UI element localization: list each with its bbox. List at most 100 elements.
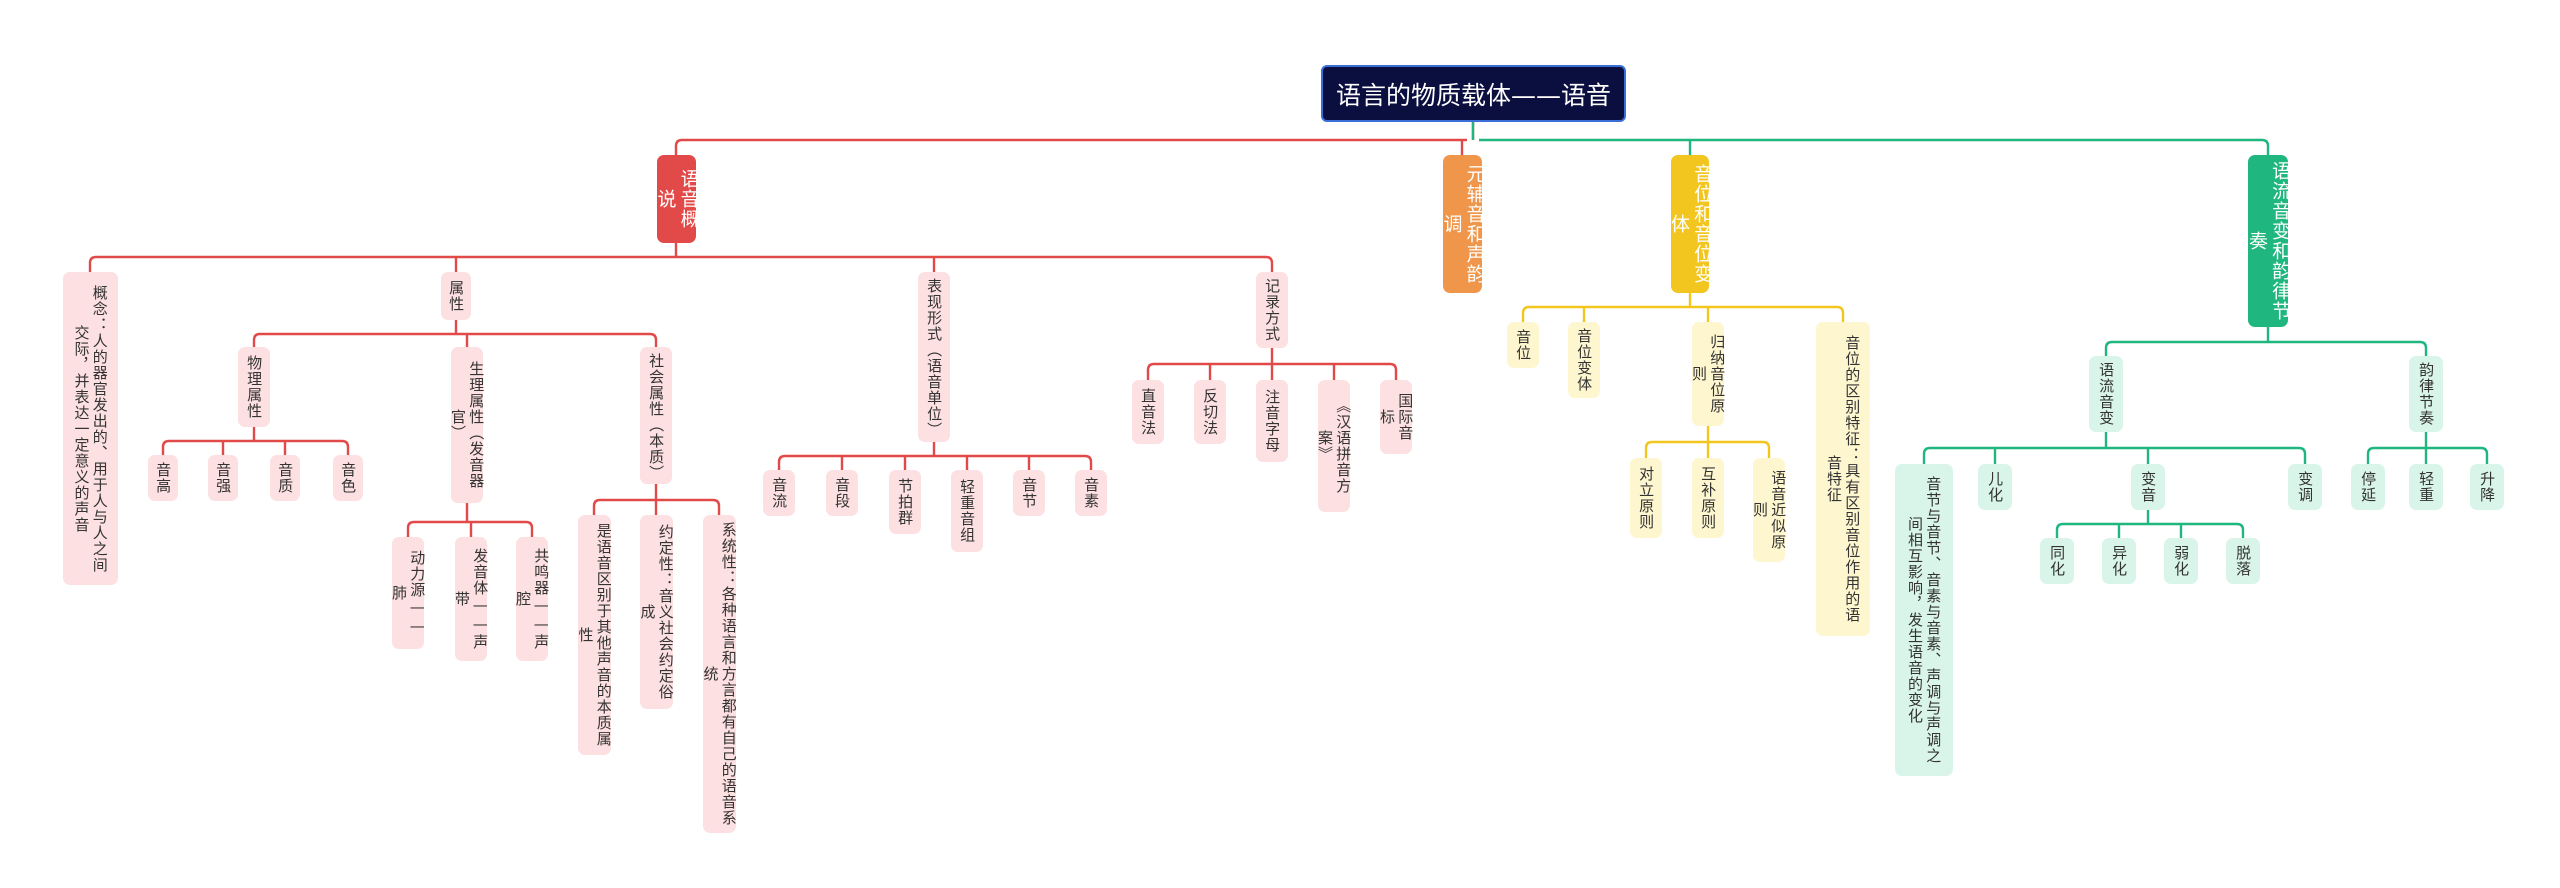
dissimilation-node[interactable]: 异化: [2102, 538, 2136, 584]
pinyin-scheme-node[interactable]: 《汉语拼音方案》: [1316, 380, 1353, 512]
branch-flow-title: 语流音变和韵律节奏: [2246, 161, 2292, 321]
allophone-node[interactable]: 音位变体: [1568, 322, 1600, 398]
timbre-label: 音色: [339, 462, 358, 494]
phone-node[interactable]: 音素: [1075, 470, 1107, 516]
tone-sandhi-label: 变调: [2296, 471, 2315, 503]
direct-sound-label: 直音法: [1139, 388, 1158, 436]
syllable-label: 音节: [1020, 477, 1039, 509]
fanqie-node[interactable]: 反切法: [1194, 380, 1226, 444]
complementary-label: 互补原则: [1699, 466, 1718, 530]
physiological-attr-node[interactable]: 生理属性（发音器官）: [449, 347, 486, 503]
quality-label: 音质: [276, 462, 295, 494]
sound-change-desc-node[interactable]: 音节与音节、音素与音素、声调与声调之间相互影响，发生语音的变化: [1895, 464, 1953, 776]
resonator-node[interactable]: 共鸣器——声腔: [514, 537, 551, 661]
vibrator-node[interactable]: 发音体——声带: [453, 537, 490, 661]
pitch-node[interactable]: 音高: [148, 455, 178, 501]
vibrator-label: 发音体——声带: [453, 548, 490, 650]
connector-physiological: [406, 503, 534, 537]
opposition-label: 对立原则: [1637, 466, 1656, 530]
segment-label: 音段: [833, 477, 852, 509]
pause-node[interactable]: 停延: [2351, 464, 2385, 510]
erhua-label: 儿化: [1986, 471, 2005, 503]
root-title: 语言的物质载体——语音: [1335, 80, 1611, 110]
systematicity-label: 系统性：各种语言和方言都有自己的语音系统: [701, 522, 738, 826]
distinctive-feature-label: 音位的区别特征：具有区别音位作用的语音特征: [1825, 335, 1862, 623]
allophone-label: 音位变体: [1575, 328, 1594, 392]
branch-overview-title: 语音概说: [654, 169, 700, 229]
branch-overview[interactable]: 语音概说: [655, 155, 700, 243]
similarity-node[interactable]: 语音近似原则: [1751, 458, 1788, 562]
forms-node[interactable]: 表现形式（语音单位）: [918, 272, 950, 442]
sandhi-node[interactable]: 变音: [2131, 464, 2165, 510]
power-source-node[interactable]: 动力源——肺: [390, 537, 426, 649]
connector-forms: [777, 442, 1093, 470]
ipa-node[interactable]: 国际音标: [1378, 380, 1415, 454]
stress-group-label: 轻重音组: [958, 479, 977, 543]
elision-node[interactable]: 脱落: [2226, 538, 2260, 584]
rhythm-node[interactable]: 韵律节奏: [2409, 356, 2443, 432]
erhua-node[interactable]: 儿化: [1978, 464, 2012, 510]
root-node[interactable]: 语言的物质载体——语音: [1321, 65, 1626, 122]
fanqie-label: 反切法: [1201, 388, 1220, 436]
connector-induction: [1644, 426, 1771, 458]
distinctive-feature-node[interactable]: 音位的区别特征：具有区别音位作用的语音特征: [1816, 322, 1870, 636]
resonator-label: 共鸣器——声腔: [514, 548, 551, 650]
tone-sandhi-node[interactable]: 变调: [2288, 464, 2322, 510]
branch-phoneme[interactable]: 音位和音位变体: [1668, 155, 1713, 293]
connector-phoneme: [1521, 293, 1845, 322]
connector-root-left: [674, 122, 1475, 155]
rise-fall-node[interactable]: 升降: [2470, 464, 2504, 510]
stress-group-node[interactable]: 轻重音组: [951, 470, 983, 552]
similarity-label: 语音近似原则: [1751, 470, 1788, 550]
attributes-node[interactable]: 属性: [441, 272, 471, 320]
syllable-node[interactable]: 音节: [1013, 470, 1045, 516]
conventionality-node[interactable]: 约定性：音义社会约定俗成: [639, 515, 675, 709]
physical-attr-title: 物理属性: [245, 355, 264, 419]
social-attr-title: 社会属性（本质）: [647, 353, 666, 481]
branch-vowels[interactable]: 元辅音和声韵调: [1441, 155, 1486, 293]
rise-fall-label: 升降: [2478, 471, 2497, 503]
connector-overview: [88, 243, 1274, 272]
branch-flow[interactable]: 语流音变和韵律节奏: [2246, 155, 2292, 327]
branch-vowels-title: 元辅音和声韵调: [1440, 164, 1486, 284]
concept-node[interactable]: 概念：人的器官发出的、用于人与人之间交际，并表达一定意义的声音: [63, 272, 118, 585]
dissimilation-label: 异化: [2110, 545, 2129, 577]
flow-unit-node[interactable]: 音流: [763, 470, 795, 516]
physiological-attr-title: 生理属性（发音器官）: [449, 361, 486, 489]
timbre-node[interactable]: 音色: [333, 455, 363, 501]
connector-rhythm: [2366, 432, 2489, 464]
phoneme-label: 音位: [1514, 329, 1533, 361]
assimilation-node[interactable]: 同化: [2040, 538, 2074, 584]
weakening-node[interactable]: 弱化: [2164, 538, 2198, 584]
concept-text: 概念：人的器官发出的、用于人与人之间交际，并表达一定意义的声音: [72, 284, 109, 573]
social-essence-label: 是语音区别于其他声音的本质属性: [576, 523, 613, 747]
induction-node[interactable]: 归纳音位原则: [1690, 322, 1727, 426]
induction-title: 归纳音位原则: [1690, 334, 1727, 414]
zhuyin-node[interactable]: 注音字母: [1256, 380, 1288, 462]
direct-sound-node[interactable]: 直音法: [1132, 380, 1164, 444]
assimilation-label: 同化: [2048, 545, 2067, 577]
social-essence-node[interactable]: 是语音区别于其他声音的本质属性: [576, 515, 613, 755]
stress-label: 轻重: [2417, 471, 2436, 503]
connector-lines: [88, 122, 2489, 538]
ipa-label: 国际音标: [1378, 393, 1415, 441]
stress-node[interactable]: 轻重: [2409, 464, 2443, 510]
attributes-title: 属性: [447, 280, 466, 312]
opposition-node[interactable]: 对立原则: [1630, 458, 1662, 538]
complementary-node[interactable]: 互补原则: [1692, 458, 1724, 538]
sound-change-title: 语流音变: [2097, 362, 2116, 426]
intensity-node[interactable]: 音强: [208, 455, 238, 501]
segment-node[interactable]: 音段: [826, 470, 858, 516]
social-attr-node[interactable]: 社会属性（本质）: [640, 347, 672, 484]
connector-sound-change: [1922, 432, 2307, 464]
flow-unit-label: 音流: [770, 477, 789, 509]
systematicity-node[interactable]: 系统性：各种语言和方言都有自己的语音系统: [701, 515, 738, 833]
pause-label: 停延: [2359, 471, 2378, 503]
notation-node[interactable]: 记录方式: [1256, 272, 1288, 348]
physical-attr-node[interactable]: 物理属性: [238, 347, 270, 427]
quality-node[interactable]: 音质: [270, 455, 300, 501]
pinyin-scheme-label: 《汉语拼音方案》: [1316, 398, 1353, 494]
beat-group-node[interactable]: 节拍群: [889, 470, 921, 534]
sound-change-node[interactable]: 语流音变: [2089, 356, 2123, 432]
phoneme-node[interactable]: 音位: [1507, 322, 1539, 368]
